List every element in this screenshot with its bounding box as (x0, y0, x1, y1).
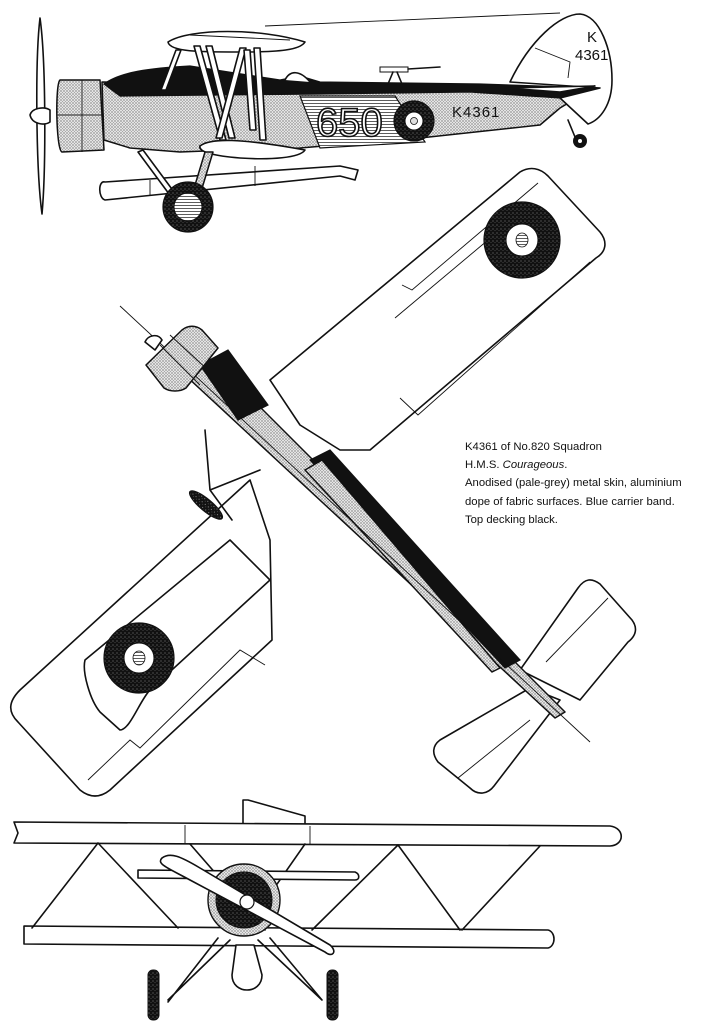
front-elevation-view (13, 799, 623, 1021)
upper-wing-front (13, 821, 623, 847)
fin-serial-prefix: K (587, 29, 597, 46)
caption-finish-1: Anodised (pale-grey) metal skin, alumini… (465, 477, 682, 490)
fin-serial-number: 4361 (575, 47, 608, 64)
torpedo-side (98, 165, 359, 201)
lower-wing-front (23, 925, 555, 949)
caption-ship-prefix: H.M.S. (465, 459, 503, 472)
upper-wing-right-plan (269, 167, 606, 451)
right-wheel-front (326, 969, 339, 1021)
torpedo-front (231, 944, 263, 991)
drawing-caption: K4361 of No.820 Squadron H.M.S. Courageo… (465, 438, 682, 529)
decking-plan (199, 349, 269, 421)
caption-aircraft-unit: K4361 of No.820 Squadron (465, 441, 602, 453)
machine-gun (379, 66, 441, 85)
tailplane-plan (519, 579, 637, 701)
caption-ship: H.M.S. Courageous. (465, 456, 682, 474)
carrier-band (299, 95, 427, 149)
lower-wing-side (199, 139, 306, 160)
main-wheel-plan (188, 490, 224, 520)
engine-cowling-side (56, 79, 105, 153)
interplane-struts-front (31, 842, 541, 931)
caption-finish-2: dope of fabric surfaces. Blue carrier ba… (465, 495, 675, 508)
tailplane-left-plan (432, 687, 561, 794)
fuselage-code: 650 (316, 101, 383, 145)
spinner-side (29, 107, 51, 125)
plan-view (9, 167, 637, 797)
fuselage-serial: K4361 (452, 104, 500, 121)
left-wheel-front (147, 969, 160, 1021)
caption-finish-3: Top decking black. (465, 513, 558, 526)
spinner-front (239, 894, 255, 910)
side-elevation-view: K 4361 650 K4361 (29, 12, 613, 233)
caption-ship-name: Courageous (502, 459, 565, 472)
caption-ship-suffix: . (564, 459, 568, 472)
upper-wing-side (167, 30, 306, 53)
engine-cowling-plan (145, 325, 219, 392)
tail-fin-side (509, 13, 613, 125)
